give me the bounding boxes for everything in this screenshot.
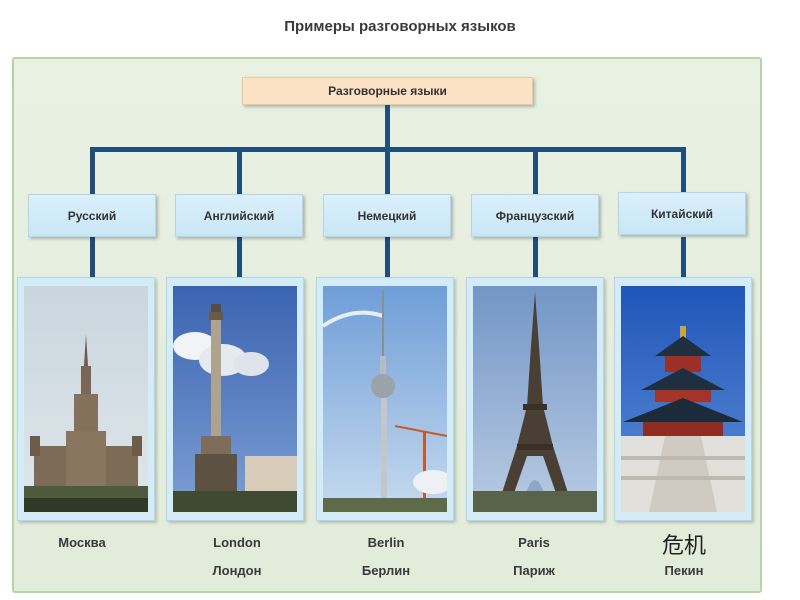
photo-frame-beijing [614, 277, 752, 521]
temple-of-heaven-icon [621, 286, 745, 512]
photo-frame-berlin [316, 277, 454, 521]
connector-drop-2 [237, 147, 242, 194]
city-name-latin-berlin: Berlin [316, 535, 456, 550]
city-name-ru-london: Лондон [167, 563, 307, 578]
language-node-english: Английский [175, 194, 303, 237]
language-label: Немецкий [358, 209, 417, 223]
connector-drop-3 [385, 147, 390, 194]
photo-frame-london [166, 277, 304, 521]
city-name-hanzi-beijing: 危机 [614, 528, 754, 560]
root-node-label: Разговорные языки [328, 84, 447, 98]
photo-frame-moscow [17, 277, 155, 521]
connector-photo-4 [533, 237, 538, 277]
connector-photo-3 [385, 237, 390, 277]
connector-root-vertical [385, 105, 390, 150]
language-node-german: Немецкий [323, 194, 451, 237]
language-node-french: Французский [471, 194, 599, 237]
language-label: Французский [496, 209, 575, 223]
city-name-ru-beijing: Пекин [614, 563, 754, 578]
connector-drop-5 [681, 147, 686, 194]
berlin-tv-tower-icon [323, 286, 447, 512]
photo-frame-paris [466, 277, 604, 521]
city-name-latin-moscow: Москва [12, 535, 152, 550]
moscow-university-icon [24, 286, 148, 512]
nelson-column-icon [173, 286, 297, 512]
connector-photo-1 [90, 237, 95, 277]
connector-photo-5 [681, 237, 686, 277]
language-node-chinese: Китайский [618, 192, 746, 235]
language-label: Китайский [651, 207, 713, 221]
root-node: Разговорные языки [242, 77, 533, 105]
city-name-ru-paris: Париж [464, 563, 604, 578]
connector-drop-4 [533, 147, 538, 194]
city-name-latin-london: London [167, 535, 307, 550]
connector-photo-2 [237, 237, 242, 277]
language-node-russian: Русский [28, 194, 156, 237]
language-label: Английский [204, 209, 274, 223]
eiffel-tower-icon [473, 286, 597, 512]
connector-drop-1 [90, 147, 95, 194]
language-label: Русский [68, 209, 117, 223]
city-name-latin-paris: Paris [464, 535, 604, 550]
page-title: Примеры разговорных языков [0, 18, 800, 35]
city-name-ru-berlin: Берлин [316, 563, 456, 578]
